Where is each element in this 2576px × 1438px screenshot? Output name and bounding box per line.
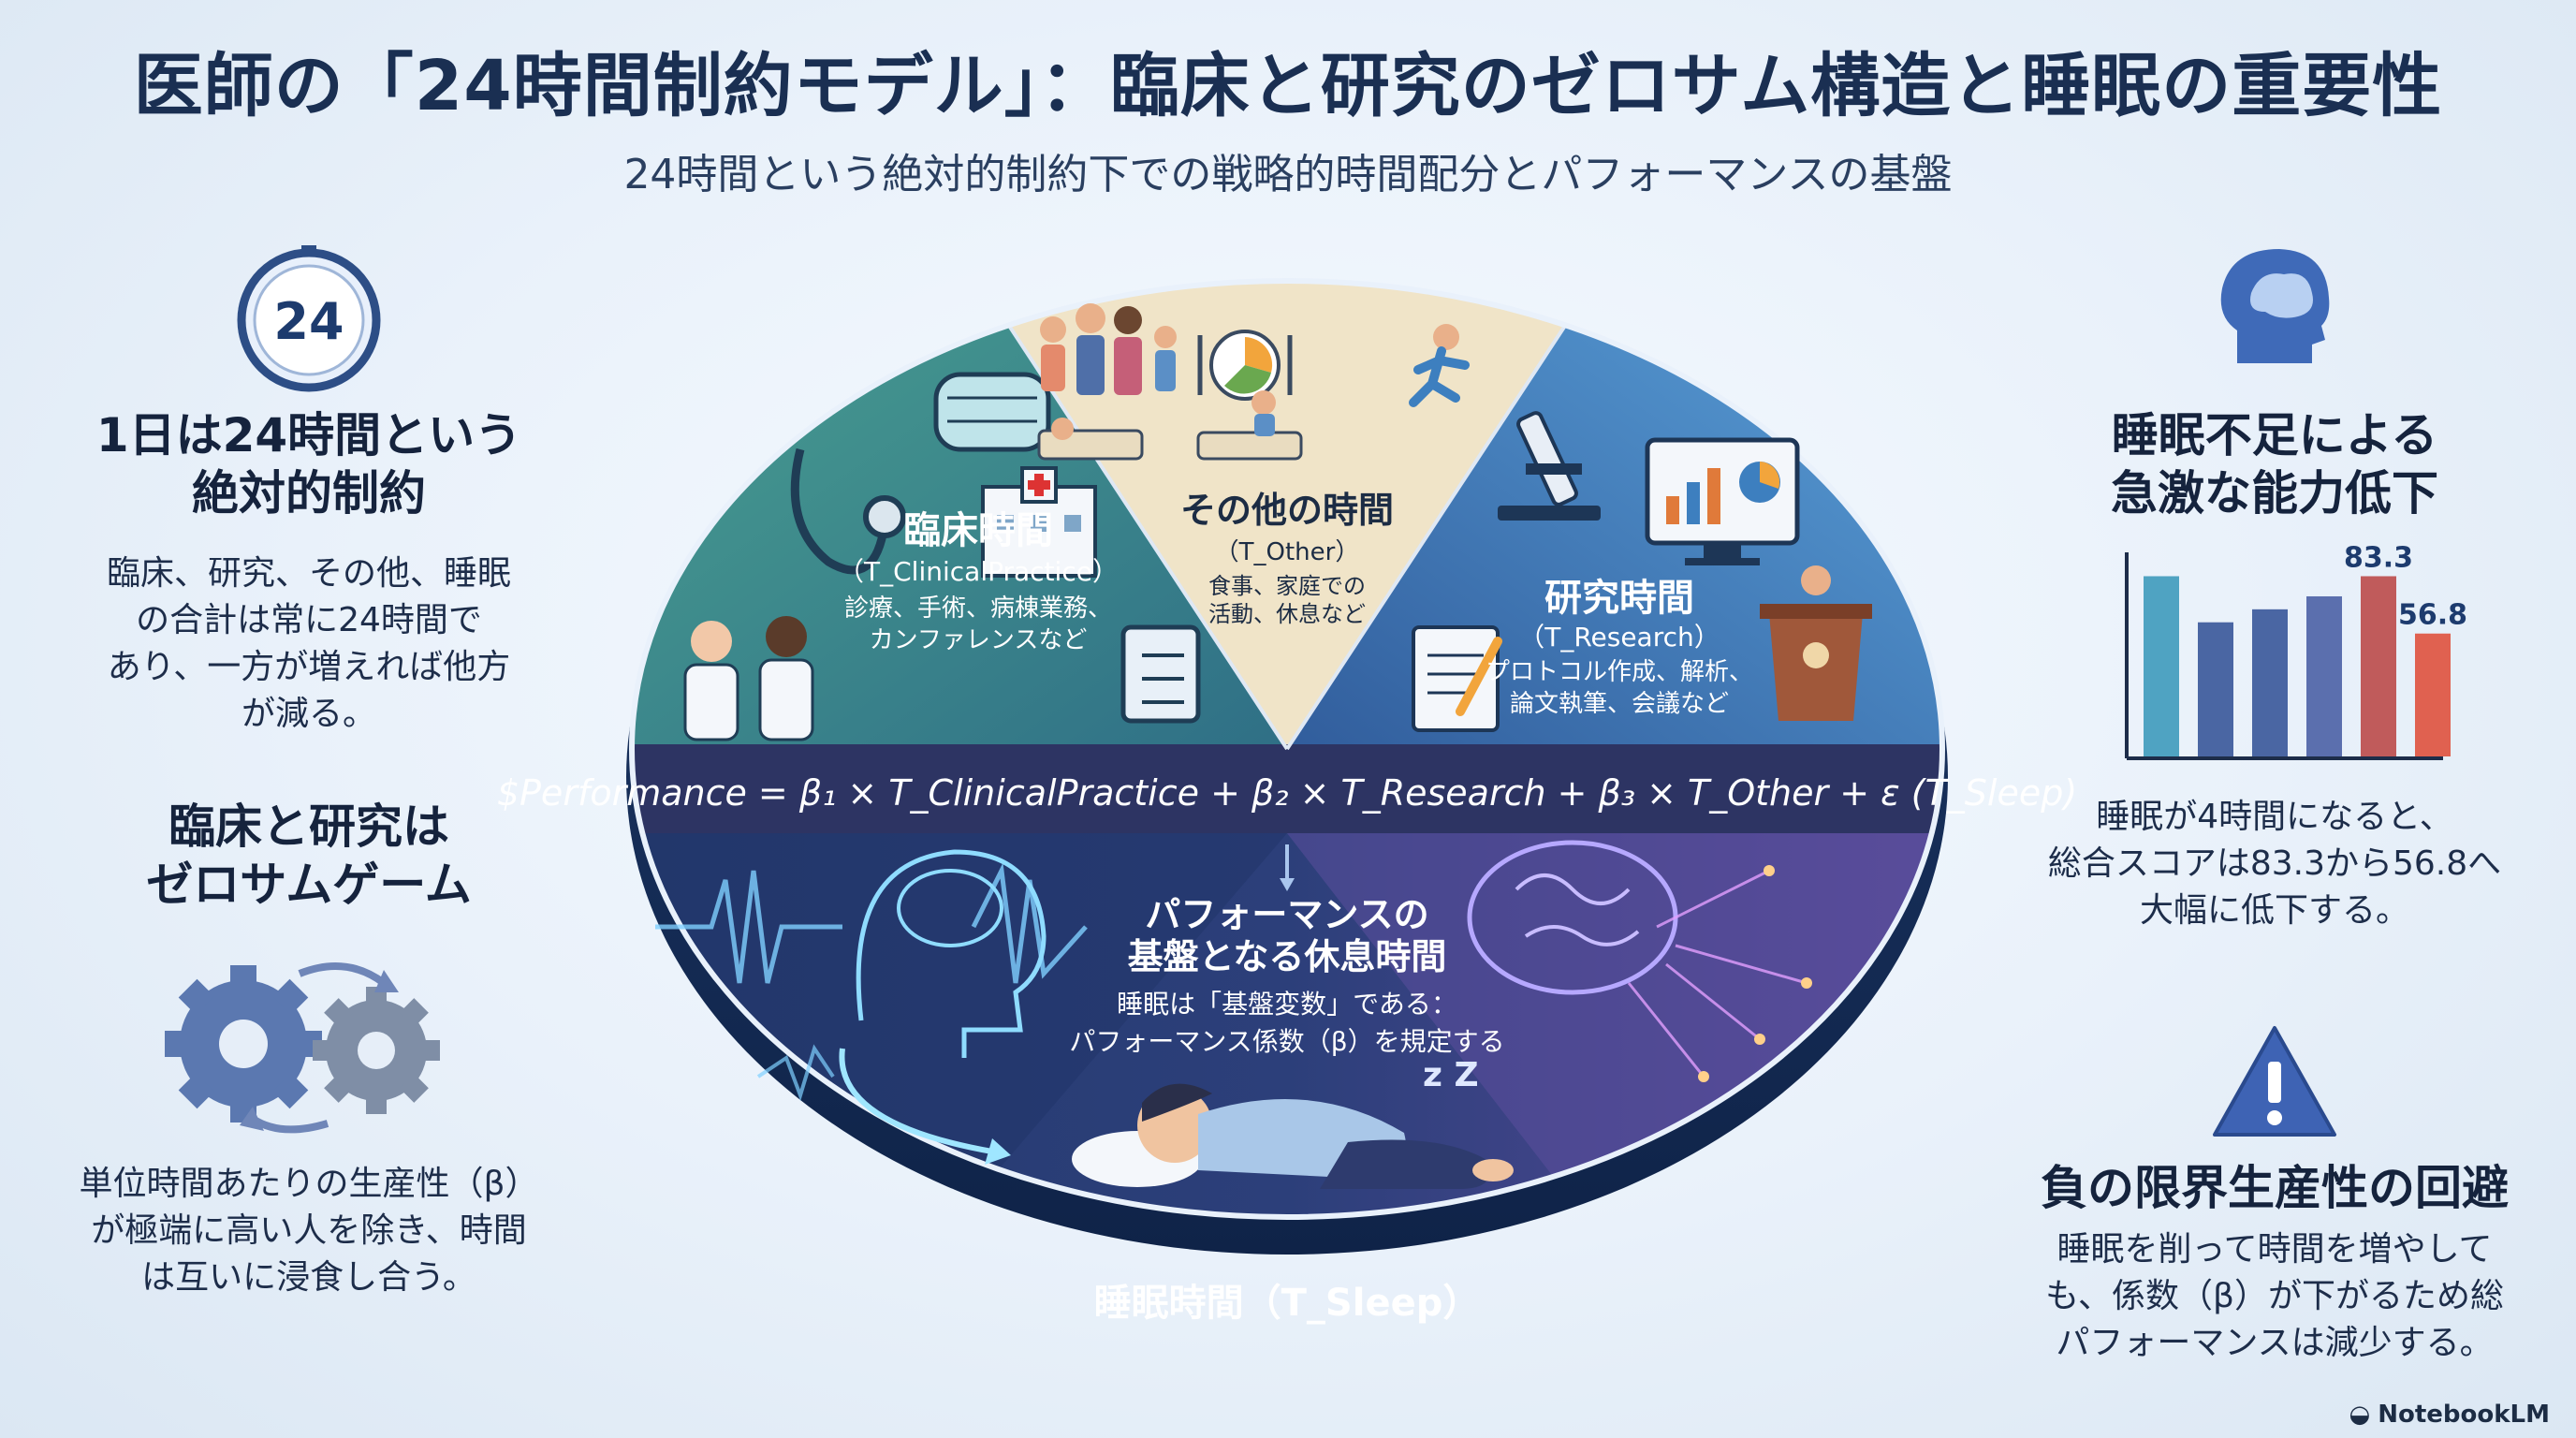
zerosum-body-line: は互いに浸食し合う。 xyxy=(141,1258,476,1297)
sleep-deficit-body-line: 総合スコアは83.3から56.8へ xyxy=(2047,844,2502,883)
page-subtitle: 24時間という絶対的制約下での戦略的時間配分とパフォーマンスの基盤 xyxy=(623,151,1953,198)
formula-band xyxy=(632,744,1942,833)
zzz-icon: z Z xyxy=(1423,1056,1479,1094)
clinical-desc-2: カンファレンスなど xyxy=(870,626,1088,654)
microscope-icon xyxy=(1498,411,1601,521)
sleep-deficit-body-line: 大幅に低下する。 xyxy=(2139,891,2409,930)
document-pen-icon xyxy=(1412,625,1502,732)
hospital-icon xyxy=(981,466,1097,578)
bar xyxy=(2252,609,2288,756)
sleep-deficit-heading-line2: 急激な能力低下 xyxy=(2111,466,2438,521)
meal-icon xyxy=(1197,330,1293,401)
research-desc-1: プロトコル作成、解析、 xyxy=(1486,658,1753,686)
other-desc-1: 食事、家庭での xyxy=(1208,573,1366,599)
clinical-sub: （T_ClinicalPractice） xyxy=(838,556,1119,587)
constraint-heading: 1日は24時間という 絶対的制約 xyxy=(56,406,562,522)
performance-formula: $Performance = β₁ × T_ClinicalPractice +… xyxy=(497,772,2077,814)
sleeping-person-icon xyxy=(1072,1083,1514,1189)
constraint-body-line: が減る。 xyxy=(241,695,376,733)
constraint-body-line: あり、一方が増えれば他方 xyxy=(107,648,511,686)
marginal-productivity-body-line: パフォーマンスは減少する。 xyxy=(2056,1324,2494,1362)
sleep-deficit-body: 睡眠が4時間になると、 総合スコアは83.3から56.8へ 大幅に低下する。 xyxy=(2012,794,2537,934)
bar xyxy=(2415,633,2451,756)
other-sub: （T_Other） xyxy=(1215,538,1360,566)
clipboard-icon xyxy=(1120,624,1201,724)
running-person-icon xyxy=(1409,324,1470,407)
sleep-label: 睡眠時間（T_Sleep） xyxy=(1094,1282,1481,1325)
zerosum-body-line: が極端に高い人を除き、時間 xyxy=(91,1211,527,1250)
massage-icon xyxy=(1196,390,1303,461)
bar-value-label: 83.3 xyxy=(2344,541,2413,574)
marginal-productivity-body-line: も、係数（β）が下がるため総 xyxy=(2045,1277,2504,1315)
rest-title-line1: パフォーマンスの xyxy=(1145,894,1428,935)
analytics-monitor-icon xyxy=(1645,437,1800,565)
doctors-icon xyxy=(683,616,814,741)
mask-icon xyxy=(933,372,1051,452)
zerosum-heading-line2: ゼロサムゲーム xyxy=(146,858,472,912)
presenter-podium-icon xyxy=(1760,565,1872,721)
rest-desc-1: 睡眠は「基盤変数」である： xyxy=(1117,989,1457,1020)
gears-icon xyxy=(165,962,440,1134)
research-sub: （T_Research） xyxy=(1518,622,1720,653)
rest-title-line2: 基盤となる休息時間 xyxy=(1128,936,1447,977)
performance-bar-chart: 83.3 56.8 xyxy=(2125,541,2467,760)
bar xyxy=(2306,595,2342,756)
constraint-heading-line1: 1日は24時間という xyxy=(95,408,522,462)
clock-icon: 24 xyxy=(237,245,381,392)
marginal-productivity-heading: 負の限界生産性の回避 xyxy=(2041,1161,2509,1215)
sleep-deficit-heading-line1: 睡眠不足による xyxy=(2111,408,2438,462)
rest-desc-2: パフォーマンス係数（β）を規定する xyxy=(1069,1026,1504,1057)
bed-rest-icon xyxy=(1037,418,1144,461)
other-title: その他の時間 xyxy=(1180,490,1394,531)
bar xyxy=(2144,576,2179,756)
clinical-title: 臨床時間 xyxy=(903,509,1053,552)
zerosum-body: 単位時間あたりの生産性（β） が極端に高い人を除き、時間 は互いに浸食し合う。 xyxy=(56,1161,562,1301)
bar xyxy=(2361,576,2396,756)
brainwave-head-icon xyxy=(655,849,1088,1165)
bar-value-label: 56.8 xyxy=(2398,599,2467,632)
constraint-heading-line2: 絶対的制約 xyxy=(192,466,426,521)
zerosum-heading-line1: 臨床と研究は xyxy=(168,800,449,854)
head-brain-icon xyxy=(2220,249,2330,363)
other-desc-2: 活動、休息など xyxy=(1208,601,1366,627)
time-allocation-diagram: 臨床時間 （T_ClinicalPractice） 診療、手術、病棟業務、 カン… xyxy=(497,278,2077,1325)
marginal-productivity-body-line: 睡眠を削って時間を増やして xyxy=(2056,1230,2493,1269)
constraint-body: 臨床、研究、その他、睡眠 の合計は常に24時間で あり、一方が増えれば他方 が減… xyxy=(66,550,552,738)
notebooklm-icon: ◒ xyxy=(2349,1401,2371,1429)
family-icon xyxy=(1040,303,1177,395)
brand-name: NotebookLM xyxy=(2378,1401,2550,1429)
research-desc-2: 論文執筆、会議など xyxy=(1510,690,1729,718)
clock-number: 24 xyxy=(273,292,344,351)
zerosum-heading: 臨床と研究は ゼロサムゲーム xyxy=(56,798,562,914)
zerosum-body-line: 単位時間あたりの生産性（β） xyxy=(79,1165,539,1203)
constraint-body-line: の合計は常に24時間で xyxy=(136,601,482,639)
sleep-deficit-heading: 睡眠不足による 急激な能力低下 xyxy=(2012,406,2537,522)
research-title: 研究時間 xyxy=(1544,577,1694,620)
constraint-body-line: 臨床、研究、その他、睡眠 xyxy=(106,554,511,593)
stethoscope-icon xyxy=(790,448,906,575)
sleep-deficit-body-line: 睡眠が4時間になると、 xyxy=(2096,798,2453,836)
bar xyxy=(2198,622,2233,756)
marginal-productivity-body: 睡眠を削って時間を増やして も、係数（β）が下がるため総 パフォーマンスは減少す… xyxy=(2012,1226,2537,1367)
page-title: 医師の「24時間制約モデル」：臨床と研究のゼロサム構造と睡眠の重要性 xyxy=(133,46,2443,126)
warning-icon xyxy=(2213,1026,2336,1137)
brand-logo: ◒ NotebookLM xyxy=(2349,1401,2550,1429)
clinical-desc-1: 診療、手術、病棟業務、 xyxy=(844,594,1112,623)
neural-brain-icon xyxy=(1467,840,1812,1082)
